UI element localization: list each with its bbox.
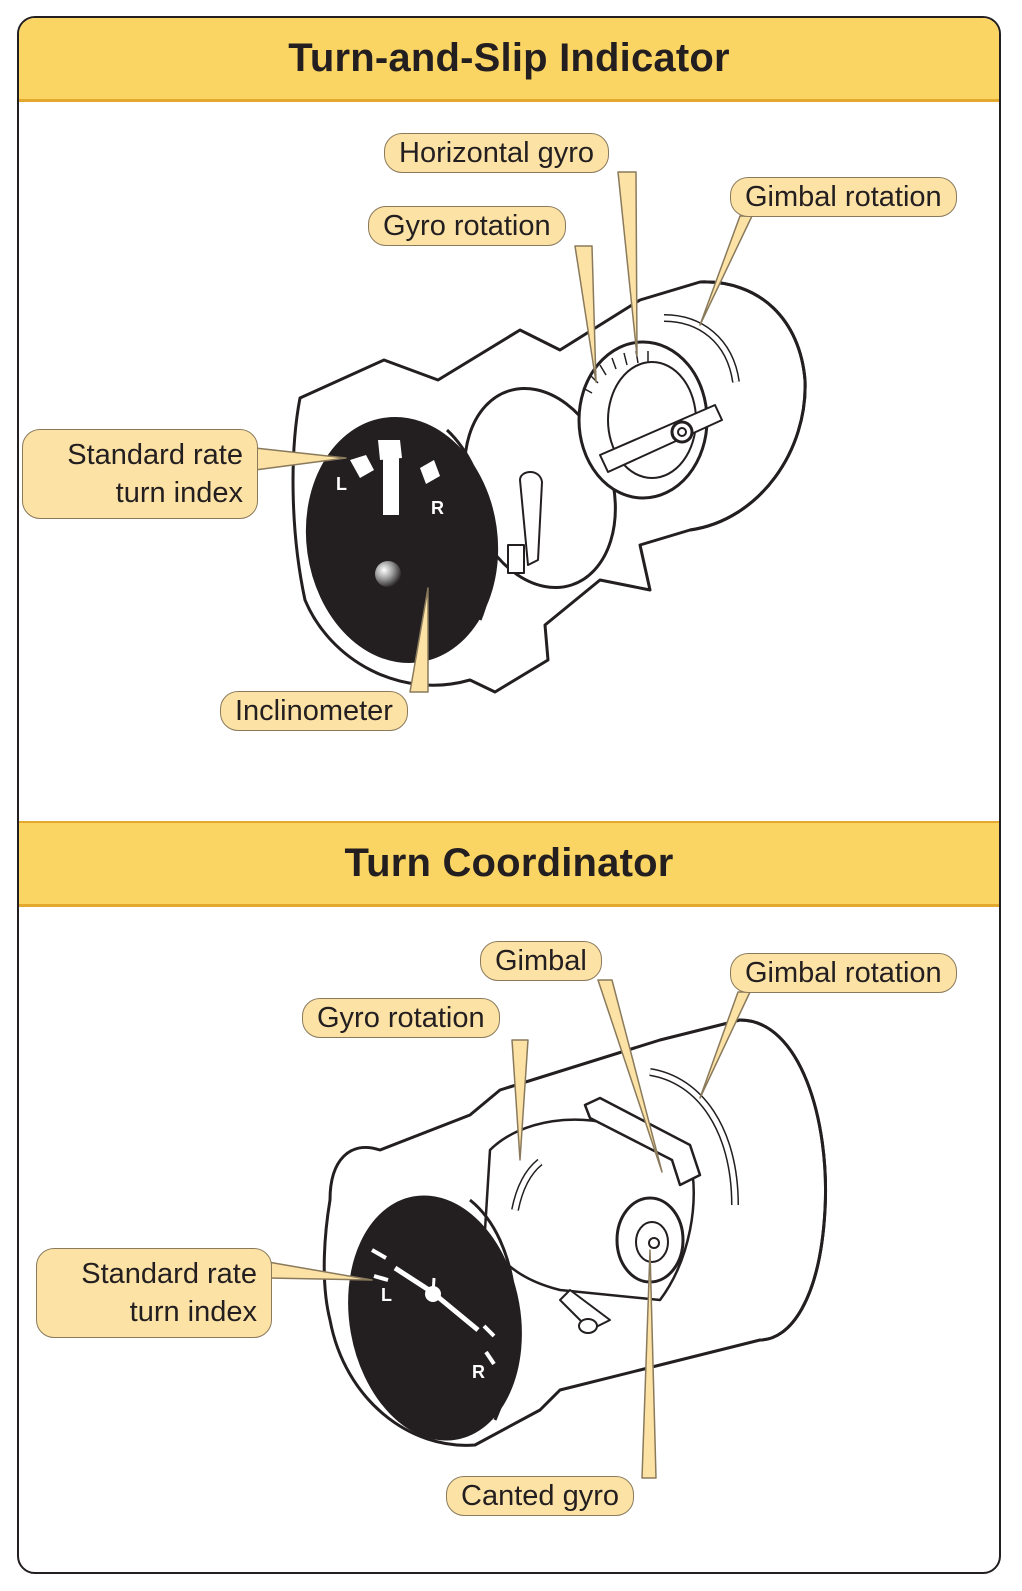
turn-coordinator-illustration <box>267 979 828 1479</box>
slip-index-left <box>350 455 374 478</box>
coordinator-dial-letters: L R <box>381 1285 485 1382</box>
callout-canted-gyro: Canted gyro <box>446 1476 634 1516</box>
callout-bottom-standard-rate-line1: Standard rate <box>81 1258 257 1290</box>
section-title-turn-and-slip: Turn-and-Slip Indicator <box>288 36 730 80</box>
slip-gimbal-pivot <box>670 420 694 444</box>
slip-dial-letters: L R <box>336 474 444 518</box>
callout-bottom-standard-rate-line2: turn index <box>129 1296 257 1328</box>
slip-housing-rear <box>689 280 807 532</box>
callout-top-gyro-rotation: Gyro rotation <box>368 206 566 246</box>
section-banner-turn-and-slip: Turn-and-Slip Indicator <box>19 18 999 102</box>
gimbal-frame <box>583 1096 702 1187</box>
callout-inclinometer: Inclinometer <box>220 691 408 731</box>
inclinometer-ball <box>375 561 401 587</box>
callout-gimbal: Gimbal <box>480 941 602 981</box>
coordinator-housing-rear <box>739 1018 828 1342</box>
slip-index-right <box>420 460 440 484</box>
callout-top-standard-rate-turn-index: Standard rate turn index <box>22 429 258 519</box>
coordinator-dial-left-letter: L <box>381 1285 392 1305</box>
callout-bottom-standard-rate-turn-index: Standard rate turn index <box>36 1248 272 1338</box>
section-banner-turn-coordinator: Turn Coordinator <box>19 821 999 907</box>
slip-dial-left-letter: L <box>336 474 347 494</box>
slip-linkage <box>519 471 543 566</box>
section-title-turn-coordinator: Turn Coordinator <box>344 841 674 885</box>
gyro-teeth <box>582 350 649 394</box>
coordinator-index-right-lower <box>484 1350 496 1366</box>
coordinator-index-left-lower <box>373 1274 389 1282</box>
coordinator-leader-lines <box>267 979 751 1479</box>
coordinator-dial-right-letter: R <box>472 1362 485 1382</box>
callout-top-standard-rate-line2: turn index <box>115 477 243 509</box>
callout-top-gimbal-rotation: Gimbal rotation <box>730 177 957 217</box>
callout-bottom-gimbal-rotation: Gimbal rotation <box>730 953 957 993</box>
slip-turn-needle <box>383 445 399 515</box>
coordinator-dial-face <box>348 1195 522 1441</box>
callout-top-standard-rate-line1: Standard rate <box>67 439 243 471</box>
coordinator-index-right-upper <box>482 1324 496 1338</box>
callout-horizontal-gyro: Horizontal gyro <box>384 133 610 173</box>
turn-and-slip-illustration <box>254 171 807 694</box>
slip-gimbal-bar <box>599 404 723 473</box>
slip-dial-right-letter: R <box>431 498 444 518</box>
slip-index-center <box>378 440 402 460</box>
slip-leader-lines <box>254 171 753 693</box>
callout-bottom-gyro-rotation: Gyro rotation <box>302 998 500 1038</box>
coordinator-index-left-upper <box>371 1248 387 1260</box>
